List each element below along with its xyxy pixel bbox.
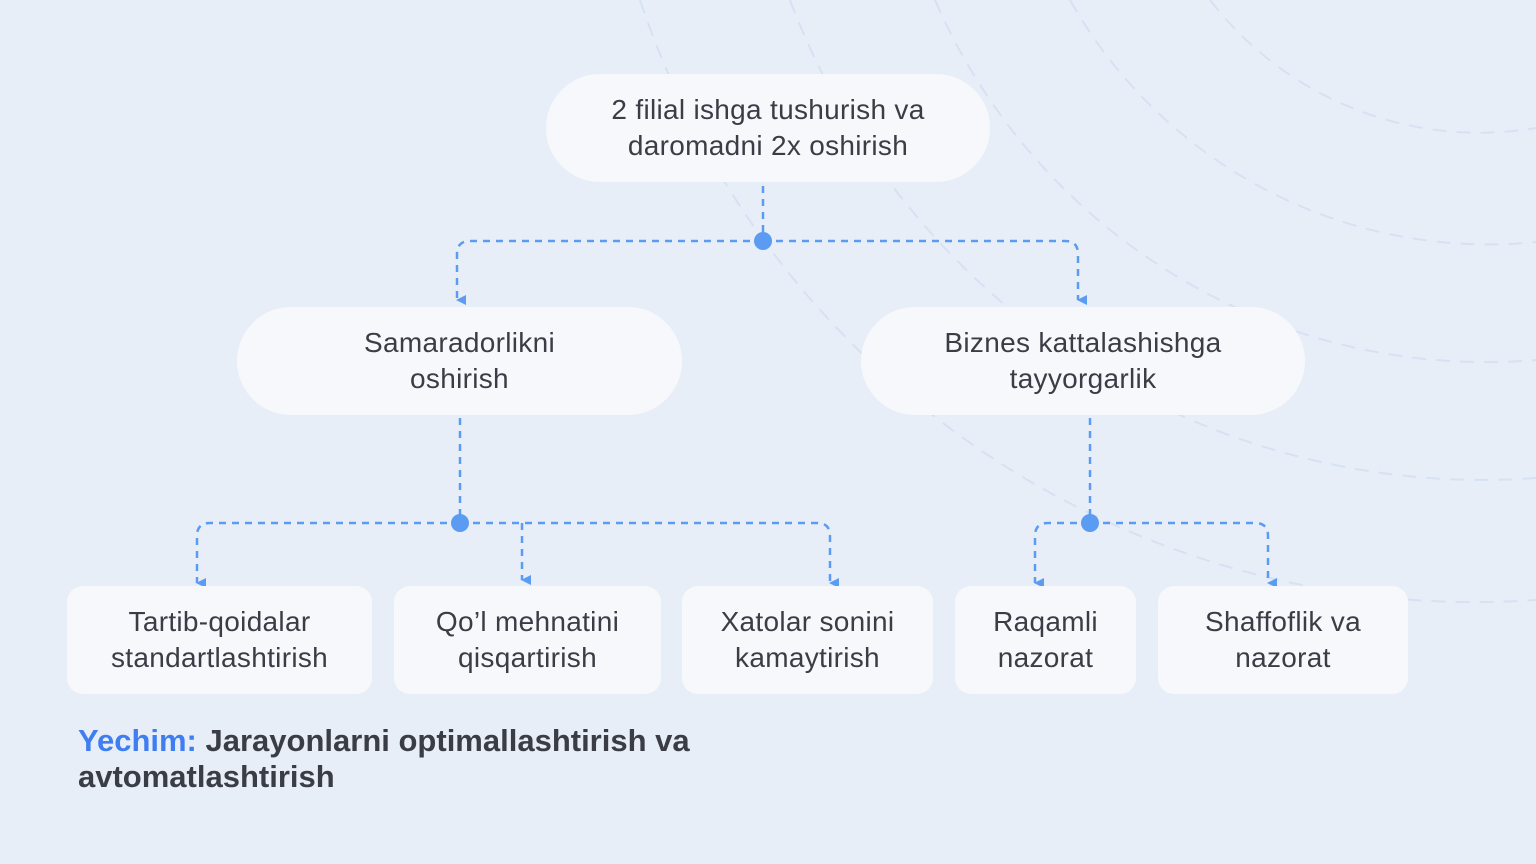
- connector-to-xatolar: [460, 521, 839, 588]
- leaf-shaffoflik: Shaffoflik va nazorat: [1158, 586, 1408, 694]
- leaf-shaffoflik-text: Shaffoflik va nazorat: [1205, 606, 1361, 673]
- node-biznes: Biznes kattalashishga tayyorgarlik: [861, 307, 1305, 415]
- junction-dot-right: [1081, 514, 1099, 532]
- connector-to-raqamli: [1033, 521, 1090, 588]
- leaf-raqamli-text: Raqamli nazorat: [993, 606, 1098, 673]
- node-samaradorlik: Samaradorlikni oshirish: [237, 307, 682, 415]
- leaf-raqamli: Raqamli nazorat: [955, 586, 1136, 694]
- solution-text: Jarayonlarni optimallashtirish va avtoma…: [78, 723, 690, 794]
- leaf-tartib: Tartib-qoidalar standartlashtirish: [67, 586, 372, 694]
- solution-statement: Yechim: Jarayonlarni optimallashtirish v…: [78, 723, 838, 795]
- connector-to-tartib: [195, 521, 460, 588]
- connector-to-samaradorlik: [455, 239, 763, 305]
- leaf-tartib-text: Tartib-qoidalar standartlashtirish: [110, 606, 329, 673]
- junction-dot-left: [451, 514, 469, 532]
- connector-to-biznes: [763, 239, 1087, 305]
- junction-dot-root: [754, 232, 772, 250]
- node-biznes-text: Biznes kattalashishga tayyorgarlik: [944, 327, 1222, 394]
- solution-label: Yechim:: [78, 723, 197, 758]
- connector-to-shaffoflik: [1090, 521, 1277, 588]
- root-node: 2 filial ishga tushurish va daromadni 2x…: [546, 74, 990, 182]
- leaf-qol-mehnati-text: Qo’l mehnatini qisqartirish: [435, 606, 620, 673]
- leaf-xatolar: Xatolar sonini kamaytirish: [682, 586, 933, 694]
- node-samaradorlik-text: Samaradorlikni oshirish: [364, 327, 555, 394]
- root-node-text: 2 filial ishga tushurish va daromadni 2x…: [611, 94, 925, 161]
- leaf-xatolar-text: Xatolar sonini kamaytirish: [720, 606, 895, 673]
- leaf-qol-mehnati: Qo’l mehnatini qisqartirish: [394, 586, 661, 694]
